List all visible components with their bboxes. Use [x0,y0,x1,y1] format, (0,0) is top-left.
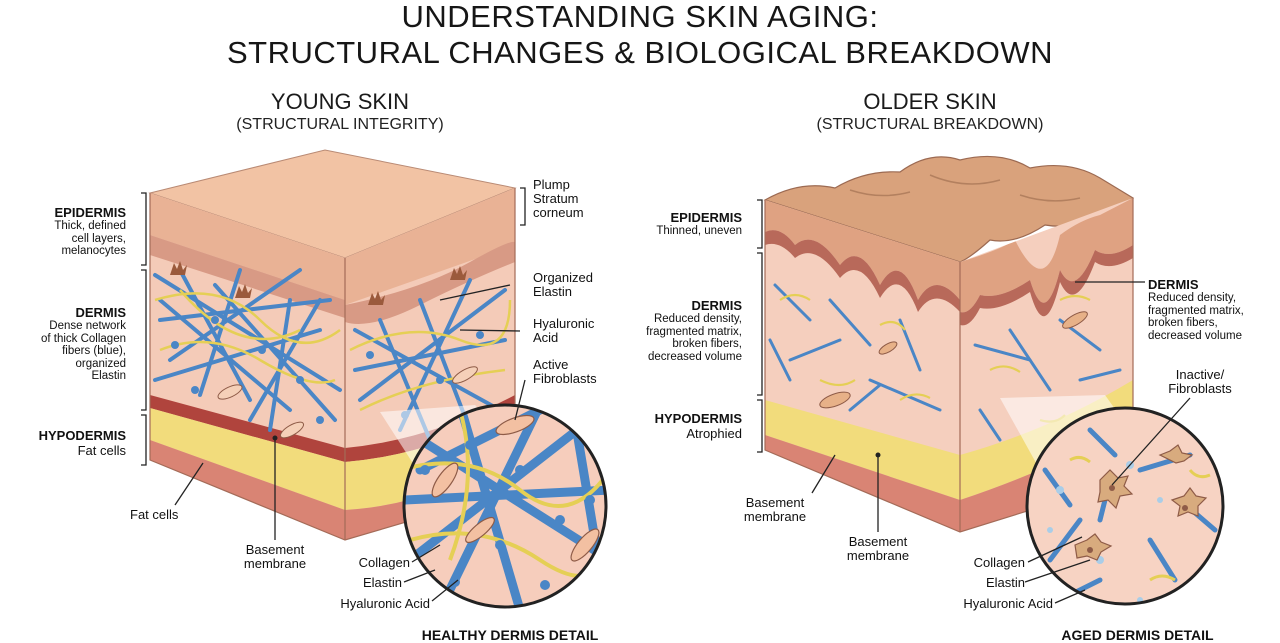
fibroblasts-line-2: Fibroblasts [533,371,597,386]
older-basement-left-line-2: membrane [743,509,807,524]
young-elastin-label: Organized Elastin [533,271,593,299]
older-basement-left-line-1: Basement [745,495,805,510]
older-basement-left-label: Basement membrane [725,496,825,524]
older-detail-collagen-label: Collagen [973,555,1025,570]
older-right-dermis-name: DERMIS [1148,277,1199,292]
young-dermis-label: DERMIS Dense network of thick Collagen f… [0,305,126,383]
elastin-line-1: Organized [533,270,593,285]
older-dermis-desc-3: broken fibers, [672,338,742,350]
older-dermis-name: DERMIS [691,298,742,313]
fibroblasts-line-1: Active [533,357,569,372]
hyaluronic-line-1: Hyaluronic [533,316,595,331]
young-basement-label: Basement membrane [225,543,325,571]
older-dermis-desc-1: Reduced density, [653,313,742,325]
stratum-line-3: corneum [533,205,584,220]
young-dermis-desc-2: of thick Collagen [40,332,126,345]
title-line-1: UNDERSTANDING SKIN AGING: [401,0,879,34]
young-epidermis-desc-2: cell layers, [71,232,126,245]
stratum-line-2: Stratum [533,191,579,206]
young-hypodermis-name: HYPODERMIS [38,428,126,443]
older-right-dermis-label: DERMIS Reduced density, fragmented matri… [1148,277,1244,342]
young-heading: YOUNG SKIN [270,89,410,114]
young-basement-line-1: Basement [245,542,305,557]
older-detail-caption: AGED DERMIS DETAIL [1061,627,1214,643]
young-dermis-desc-3: fibers (blue), [62,345,126,357]
older-dermis-desc-2: fragmented matrix, [646,325,742,338]
young-detail-caption: HEALTHY DERMIS DETAIL [421,627,599,643]
older-basement-center-line-1: Basement [848,534,908,549]
young-epidermis-name: EPIDERMIS [54,205,126,220]
stratum-line-1: Plump [533,177,570,192]
young-epidermis-desc-3: melanocytes [61,245,126,257]
older-right-dermis-desc-3: broken fibers, [1148,317,1218,329]
young-hyaluronic-label: Hyaluronic Acid [533,317,594,345]
young-detail-hyaluronic-label: Hyaluronic Acid [340,596,430,611]
older-fibroblasts-line-2: Fibroblasts [1168,381,1232,396]
young-dermis-desc-4: organized [75,357,126,370]
older-basement-center-label: Basement membrane [828,535,928,563]
young-fibroblasts-label: Active Fibroblasts [533,358,597,386]
older-detail-elastin-label: Elastin [985,575,1025,590]
older-basement-center-line-2: membrane [846,548,910,563]
older-hypodermis-name: HYPODERMIS [654,411,742,426]
young-dermis-desc-5: Elastin [91,370,126,382]
young-stratum-label: Plump Stratum corneum [533,178,584,220]
young-dermis-name: DERMIS [75,305,126,320]
title-line-2: STRUCTURAL CHANGES & BIOLOGICAL BREAKDOW… [226,35,1054,70]
elastin-line-2: Elastin [533,284,573,299]
older-subheading: (STRUCTURAL BREAKDOWN) [816,116,1044,133]
older-dermis-desc-4: decreased volume [648,350,742,363]
young-detail-collagen-label: Collagen [358,555,410,570]
older-dermis-detail [1000,395,1225,606]
older-hypodermis-label: HYPODERMIS Atrophied [600,411,742,441]
young-detail-elastin-label: Elastin [362,575,402,590]
young-basement-line-2: membrane [243,556,307,571]
older-epidermis-label: EPIDERMIS Thinned, uneven [600,210,742,238]
older-hypodermis-desc: Atrophied [686,426,742,441]
young-hypodermis-label: HYPODERMIS Fat cells [0,428,126,458]
older-fibroblasts-line-1: Inactive/ [1175,367,1225,382]
young-epidermis-desc-1: Thick, defined [54,220,126,232]
older-epidermis-name: EPIDERMIS [670,210,742,225]
young-subheading: (STRUCTURAL INTEGRITY) [236,116,444,133]
older-detail-hyaluronic-label: Hyaluronic Acid [963,596,1053,611]
older-epidermis-desc: Thinned, uneven [656,225,742,237]
young-fat-cells-label: Fat cells [130,507,179,522]
older-right-dermis-desc-2: fragmented matrix, [1148,304,1244,317]
young-epidermis-label: EPIDERMIS Thick, defined cell layers, me… [0,205,126,258]
young-dermis-desc-1: Dense network [49,320,126,332]
older-heading: OLDER SKIN [863,89,997,114]
older-right-dermis-desc-4: decreased volume [1148,329,1242,342]
hyaluronic-line-2: Acid [533,330,559,345]
older-right-dermis-desc-1: Reduced density, [1148,292,1237,304]
young-hypodermis-desc: Fat cells [77,443,126,458]
older-fibroblasts-label: Inactive/ Fibroblasts [1145,368,1255,396]
young-dermis-detail [380,403,608,609]
older-dermis-label: DERMIS Reduced density, fragmented matri… [600,298,742,363]
